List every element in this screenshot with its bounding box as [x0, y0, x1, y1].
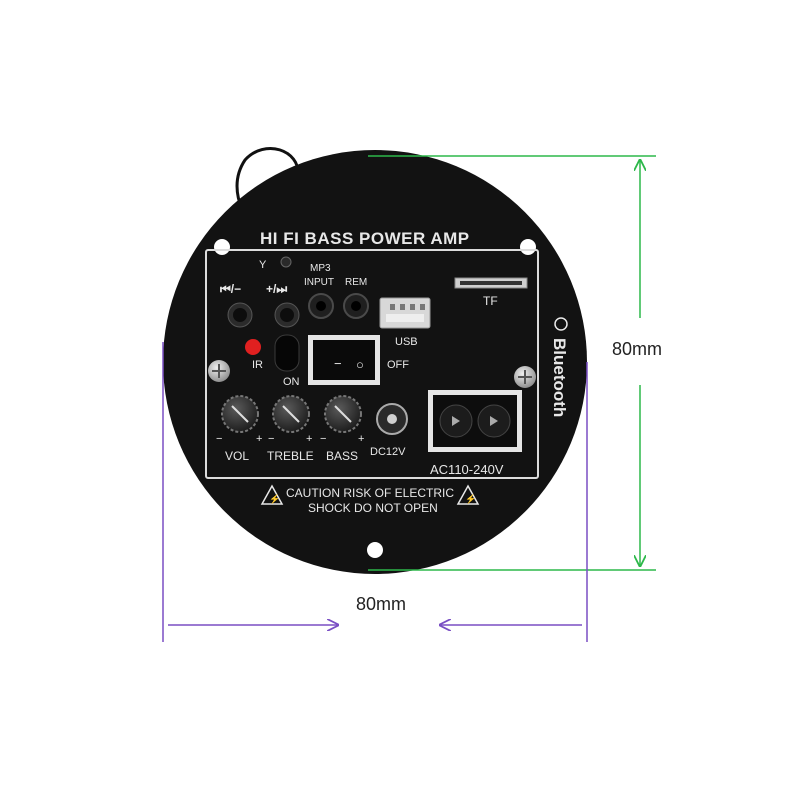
tf-slot-opening — [460, 281, 522, 285]
treble-label: TREBLE — [267, 449, 314, 463]
bass-knob-pointer — [334, 405, 352, 423]
bluetooth-label: Bluetooth — [550, 338, 569, 417]
treble-minus: − — [268, 433, 274, 445]
mount-hole-top-right — [520, 239, 536, 255]
antenna-icon: Y — [259, 259, 267, 271]
treble-knob-pointer — [282, 405, 300, 423]
bass-plus: + — [358, 433, 364, 445]
bass-label: BASS — [326, 449, 358, 463]
usb-pin — [390, 304, 395, 310]
switch-off-mark: − — [334, 356, 342, 371]
on-label: ON — [283, 376, 300, 388]
ir-led — [245, 339, 261, 355]
caution-line1: CAUTION RISK OF ELECTRIC — [286, 486, 454, 500]
caution-line2: SHOCK DO NOT OPEN — [308, 501, 438, 515]
screw-right-slot — [518, 370, 532, 384]
bass-minus: − — [320, 433, 326, 445]
mp3-label-line1: MP3 — [310, 263, 331, 274]
vol-plus: + — [256, 433, 262, 445]
usb-port[interactable] — [379, 297, 431, 329]
panel-frame — [205, 249, 539, 479]
vol-minus: − — [216, 433, 222, 445]
next-button-cap — [280, 308, 294, 322]
vol-label: VOL — [225, 449, 249, 463]
vol-knob-pointer — [231, 405, 249, 423]
height-dimension-label: 80mm — [612, 339, 663, 359]
warning-mark-right: ⚡ — [465, 493, 476, 505]
power-switch[interactable] — [313, 340, 375, 380]
usb-port-tongue — [386, 314, 424, 322]
screw-left-slot — [212, 364, 226, 378]
bluetooth-icon — [554, 317, 568, 331]
warning-mark-left: ⚡ — [269, 493, 280, 505]
mp3-label-line2: INPUT — [304, 277, 334, 288]
ir-label: IR — [252, 359, 263, 371]
usb-label: USB — [395, 336, 418, 348]
prev-button-cap — [233, 308, 247, 322]
ac-label: AC110-240V — [430, 462, 504, 477]
warning-icon-left — [260, 484, 284, 505]
ac-pin-mark — [452, 416, 460, 426]
ac-pin-mark — [490, 416, 498, 426]
next-label: +/⏭ — [266, 282, 287, 296]
tf-label: TF — [483, 294, 498, 308]
width-dimension-label: 80mm — [356, 594, 407, 614]
mp3-input-hole — [316, 301, 326, 311]
treble-plus: + — [306, 433, 312, 445]
rem-label: REM — [345, 277, 367, 288]
dc12v-label: DC12V — [370, 446, 406, 458]
prev-label: ⏮/− — [220, 282, 241, 296]
antenna-jack — [280, 256, 292, 268]
dc12v-pin — [387, 414, 397, 424]
rem-hole — [351, 301, 361, 311]
warning-icon-right — [456, 484, 480, 505]
usb-pin — [400, 304, 405, 310]
usb-pin — [420, 304, 425, 310]
usb-pin — [410, 304, 415, 310]
panel-title: HI FI BASS POWER AMP — [260, 229, 470, 248]
mount-hole-top-left — [214, 239, 230, 255]
ir-receiver — [274, 334, 300, 372]
mount-hole-bottom — [367, 542, 383, 558]
switch-on-mark: ○ — [356, 357, 364, 372]
off-label: OFF — [387, 359, 409, 371]
